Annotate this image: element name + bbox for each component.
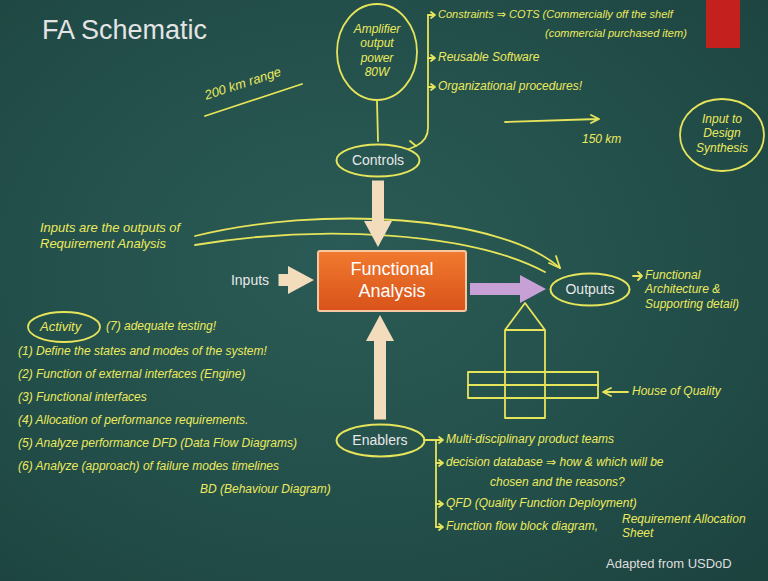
chalk-note: Function flow block diagram,: [446, 519, 598, 533]
chalk-branch: [416, 15, 428, 146]
process-label: Functional Analysis: [329, 259, 455, 302]
chalk-note: QFD (Quality Function Deployment): [446, 496, 637, 510]
house-drawing: [468, 372, 598, 398]
chalk-tick: [436, 460, 443, 466]
note-holder: Constraints ⇒ COTS (Commercially off the…: [438, 8, 673, 21]
chalk-note: Amplifier output power 80W: [354, 22, 401, 79]
note-holder: (4) Allocation of performance requiremen…: [18, 413, 248, 427]
red-tab: [706, 0, 740, 48]
chalk-line: [377, 101, 378, 141]
flow-arrow: [470, 283, 528, 295]
chalk-tick: [428, 84, 435, 90]
note-holder: Organizational procedures!: [438, 79, 582, 93]
note-holder: House of Quality: [632, 384, 721, 398]
chalk-note: (7) adequate testing!: [106, 319, 216, 333]
chalk-arrowhead: [549, 256, 560, 268]
chalk-note: Multi-disciplinary product teams: [446, 432, 614, 446]
chalk-note: Organizational procedures!: [438, 79, 582, 93]
chalk-branch: [424, 440, 436, 527]
chalk-tick: [436, 524, 443, 530]
house-drawing: [505, 303, 545, 418]
note-holder: (commercial purchased item): [545, 27, 687, 40]
flow-arrow: [279, 274, 297, 286]
chalk-tick: [428, 55, 435, 61]
chalk-note: Inputs are the outputs of Requirement An…: [40, 220, 180, 251]
source-note: Adapted from USDoD: [606, 556, 732, 571]
slide-label: Controls: [352, 152, 404, 169]
chalk-note: (commercial purchased item): [545, 27, 687, 39]
chalk-ellipse: [551, 273, 630, 305]
chalk-note: (1) Define the states and modes of the s…: [18, 344, 267, 358]
note-holder: Inputs are the outputs of Requirement An…: [40, 220, 190, 251]
note-holder: Reusable Software: [438, 50, 539, 64]
note-holder: Input to Design Synthesis: [690, 112, 754, 155]
chalk-arrow: [505, 115, 599, 123]
slide-label: Inputs: [231, 272, 269, 289]
note-holder: BD (Behaviour Diagram): [200, 482, 331, 496]
chalk-arrow: [633, 272, 642, 280]
note-holder: Functional Architecture & Supporting det…: [645, 268, 763, 311]
note-holder: (7) adequate testing!: [106, 319, 216, 333]
chalk-tick: [436, 501, 443, 507]
controls-ellipse: Controls: [335, 143, 421, 178]
chalk-note: (5) Analyze performance DFD (Data Flow D…: [18, 436, 297, 450]
chalk-note: 150 km: [582, 132, 621, 146]
note-holder: Activity: [40, 319, 81, 335]
note-holder: Adapted from USDoD: [606, 556, 732, 572]
slide-title: FA Schematic: [42, 15, 207, 45]
chalk-tick: [436, 437, 443, 443]
slide-label: Enablers: [352, 432, 407, 449]
note-holder: Function flow block diagram,: [446, 519, 598, 533]
chalk-note: Reusable Software: [438, 50, 539, 64]
chalk-note: chosen and the reasons?: [490, 475, 625, 489]
note-holder: (5) Analyze performance DFD (Data Flow D…: [18, 436, 297, 450]
note-holder: QFD (Quality Function Deployment): [446, 496, 637, 510]
chalk-note: Input to Design Synthesis: [696, 112, 748, 155]
chalk-note: (2) Function of external interfaces (Eng…: [18, 367, 245, 381]
note-holder: 200 km range: [203, 64, 283, 103]
chalk-note: BD (Behaviour Diagram): [200, 482, 331, 496]
chalk-note: House of Quality: [632, 384, 721, 398]
outputs-ellipse: Outputs: [549, 272, 631, 307]
chalk-arrowhead: [409, 141, 416, 149]
chalk-circle: [680, 99, 764, 171]
chalk-tick: [428, 12, 435, 18]
flow-arrow: [372, 181, 384, 230]
chalk-circle: [28, 312, 100, 342]
note-holder: decision database ⇒ how & which will be: [446, 455, 664, 469]
note-holder: (3) Functional interfaces: [18, 390, 147, 404]
chalk-note: (6) Analyze (approach) of failure modes …: [18, 459, 279, 473]
note-holder: chosen and the reasons?: [490, 475, 625, 489]
flow-arrow: [374, 333, 386, 420]
chalk-note: Activity: [40, 319, 81, 334]
note-holder: (1) Define the states and modes of the s…: [18, 344, 267, 358]
title-holder: FA Schematic: [42, 14, 207, 46]
chalk-note: decision database ⇒ how & which will be: [446, 455, 664, 469]
chalk-note: 200 km range: [203, 64, 283, 103]
note-holder: Amplifier output power 80W: [348, 22, 406, 80]
slide-label: Outputs: [565, 281, 614, 298]
chalk-note: Functional Architecture & Supporting det…: [645, 268, 739, 311]
note-holder: (2) Function of external interfaces (Eng…: [18, 367, 245, 381]
enablers-ellipse: Enablers: [335, 423, 426, 458]
house-drawing: [468, 384, 598, 386]
process-box: Functional Analysis: [317, 250, 467, 312]
inputs-node: Inputs: [225, 268, 276, 293]
chalk-ellipse: [336, 424, 424, 456]
chalk-arrow: [603, 388, 628, 396]
note-holder: Multi-disciplinary product teams: [446, 432, 614, 446]
chalk-note: (3) Functional interfaces: [18, 390, 147, 404]
chalk-ellipse: [337, 144, 420, 176]
chalk-circle: [337, 4, 417, 100]
chalk-note: Requirement Allocation Sheet: [622, 512, 746, 540]
note-holder: Requirement Allocation Sheet: [622, 512, 762, 541]
note-holder: (6) Analyze (approach) of failure modes …: [18, 459, 279, 473]
note-holder: 150 km: [582, 132, 621, 146]
chalk-note: (4) Allocation of performance requiremen…: [18, 413, 248, 427]
chalk-note: Constraints ⇒ COTS (Commercially off the…: [438, 8, 673, 20]
